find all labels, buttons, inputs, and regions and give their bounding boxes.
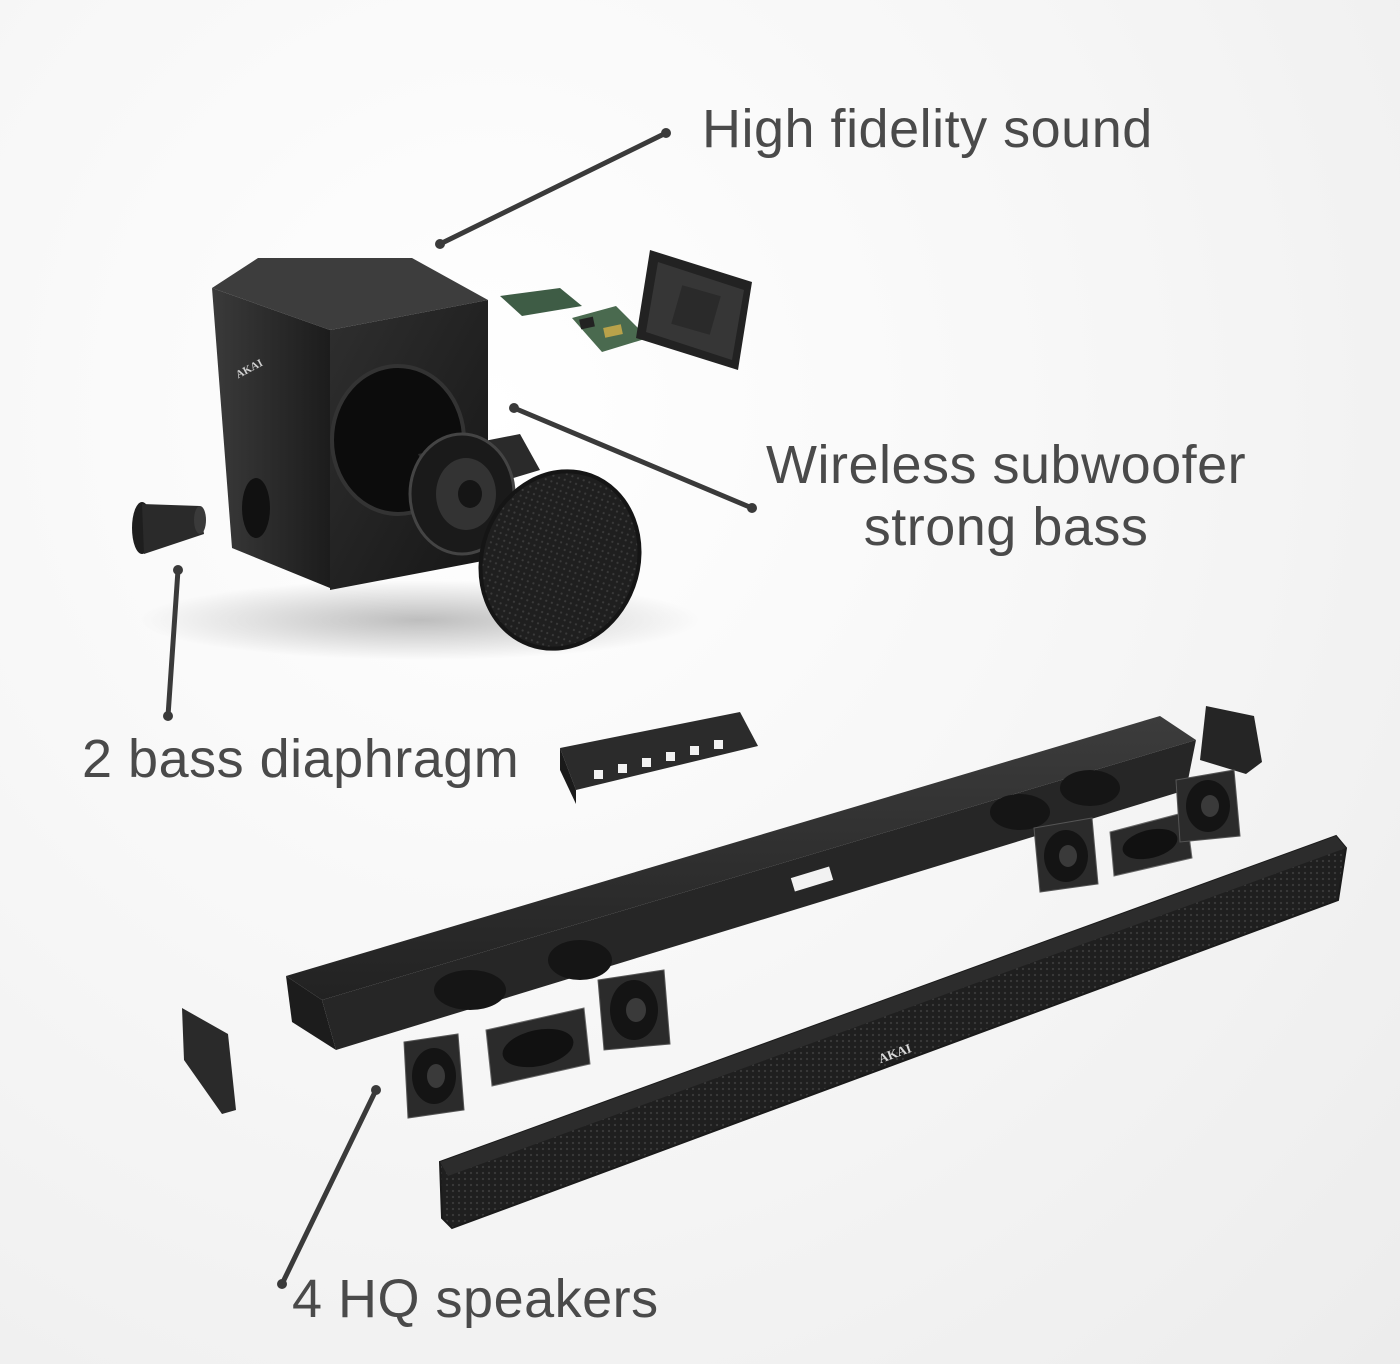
leader-line-subwoofer [511,405,755,511]
leader-dot-subwoofer [509,403,519,413]
callout-speakers: 4 HQ speakers [292,1269,659,1329]
soundbar-chassis [286,716,1196,1050]
leader-line-hifi [437,130,669,247]
callout-subwoofer-line2: strong bass [863,497,1149,557]
end-cap-right [1200,706,1262,774]
bass-diaphragm-tube [132,502,206,554]
leader-dot-subwoofer-end [747,503,757,513]
leader-dot-hifi-end [661,128,671,138]
hq-speaker-3 [1033,817,1099,893]
passive-radiator-1 [485,1007,591,1087]
subwoofer-port [242,478,270,538]
leader-line-bass [165,567,181,719]
amplifier-panel [636,250,752,370]
leader-dot-bass-end [163,711,173,721]
leader-dot-bass [173,565,183,575]
leader-dot-speakers [371,1085,381,1095]
leader-dot-hifi [435,239,445,249]
hq-speaker-2 [597,969,671,1051]
callout-hifi: High fidelity sound [702,99,1153,159]
leader-dot-speakers-end [277,1279,287,1289]
end-cap-left [182,1008,236,1114]
mount-bracket [560,712,758,804]
circuit-boards [500,288,648,352]
hq-speaker-4 [1175,769,1241,843]
woofer-grille [478,469,642,651]
callout-bass: 2 bass diaphragm [82,729,520,789]
hq-speaker-1 [403,1033,465,1119]
callout-subwoofer-line1: Wireless subwoofer [766,435,1247,495]
soundbar-grille: AKAI [438,834,1348,1230]
callout-subwoofer: Wireless subwoofer strong bass [766,434,1246,558]
leader-line-speakers [279,1087,379,1287]
woofer-driver [408,432,540,556]
leader-lines [163,128,757,1289]
passive-radiator-2 [1109,811,1193,877]
